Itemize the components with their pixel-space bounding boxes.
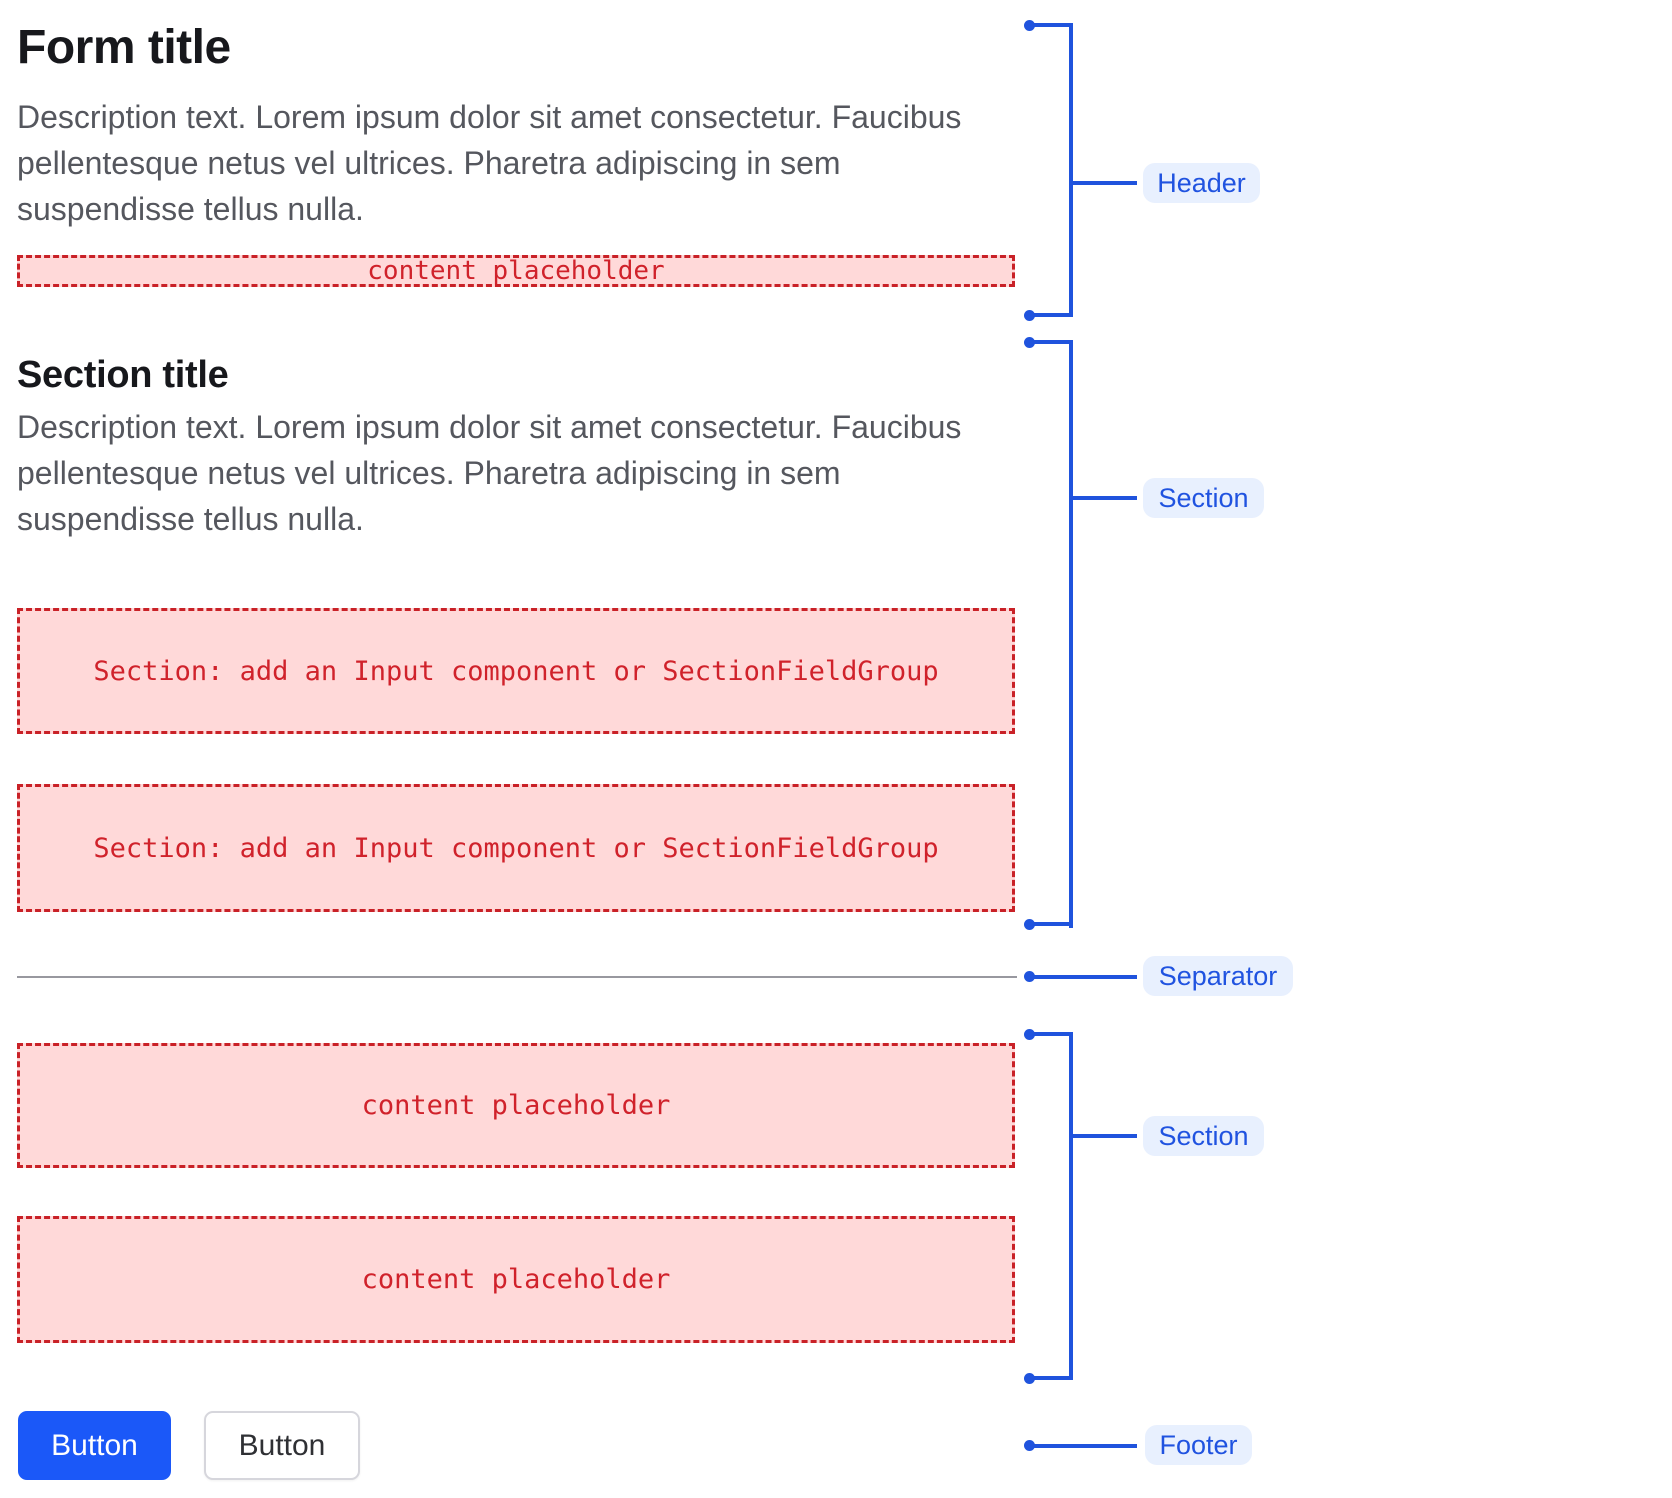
section-bottom-label-pill: Section — [1143, 1116, 1264, 1156]
separator-dot — [1024, 971, 1035, 982]
section-bottom-bracket-top-stub — [1030, 1032, 1073, 1036]
header-content-placeholder-text: content placeholder — [367, 256, 665, 286]
footer-label-text: Footer — [1159, 1429, 1238, 1460]
separator-label-text: Separator — [1158, 960, 1278, 991]
footer-dot — [1024, 1440, 1035, 1451]
separator-label-pill: Separator — [1143, 956, 1293, 996]
section-top-bracket-bottom-stub — [1030, 922, 1073, 926]
secondary-button[interactable]: Button — [204, 1411, 360, 1480]
footer-label-pill: Footer — [1145, 1425, 1252, 1465]
bottom-content-placeholder-1: content placeholder — [17, 1043, 1015, 1168]
section-bottom-connector-line — [1069, 1134, 1137, 1138]
secondary-button-label: Button — [238, 1428, 326, 1462]
section-title: Section title — [17, 354, 229, 396]
section-bottom-bracket-top-dot — [1024, 1029, 1035, 1040]
section-top-connector-line — [1069, 496, 1137, 500]
section-top-bracket-vertical-line — [1069, 340, 1073, 928]
section-top-label-text: Section — [1158, 482, 1249, 513]
header-connector-line — [1069, 181, 1137, 185]
header-bracket-bottom-dot — [1024, 310, 1035, 321]
section-top-label-pill: Section — [1143, 478, 1264, 518]
section-bottom-bracket-vertical-line — [1069, 1032, 1073, 1380]
separator-connector-line — [1032, 975, 1137, 979]
section-input-placeholder-2: Section: add an Input component or Secti… — [17, 784, 1015, 912]
section-bottom-label-text: Section — [1158, 1120, 1249, 1151]
header-bracket-top-stub — [1030, 23, 1073, 27]
section-top-bracket-top-stub — [1030, 340, 1073, 344]
section-bottom-bracket-bottom-dot — [1024, 1373, 1035, 1384]
header-bracket-vertical-line — [1069, 23, 1073, 317]
bottom-content-placeholder-2: content placeholder — [17, 1216, 1015, 1343]
primary-button-label: Button — [51, 1428, 138, 1462]
header-bracket-bottom-stub — [1030, 313, 1073, 317]
header-bracket-top-dot — [1024, 20, 1035, 31]
section-top-bracket-top-dot — [1024, 337, 1035, 348]
section-input-placeholder-1: Section: add an Input component or Secti… — [17, 608, 1015, 734]
section-top-bracket-bottom-dot — [1024, 919, 1035, 930]
section-description: Description text. Lorem ipsum dolor sit … — [17, 409, 962, 537]
section-bottom-bracket-bottom-stub — [1030, 1376, 1073, 1380]
form-description: Description text. Lorem ipsum dolor sit … — [17, 99, 962, 227]
separator-line — [17, 976, 1017, 978]
section-input-placeholder-1-text: Section: add an Input component or Secti… — [93, 655, 939, 687]
bottom-content-placeholder-2-text: content placeholder — [361, 1264, 671, 1295]
bottom-content-placeholder-1-text: content placeholder — [361, 1090, 671, 1121]
primary-button[interactable]: Button — [18, 1411, 171, 1480]
header-label-pill: Header — [1143, 163, 1260, 203]
footer-connector-line — [1032, 1444, 1137, 1448]
section-input-placeholder-2-text: Section: add an Input component or Secti… — [93, 832, 939, 864]
form-title: Form title — [17, 21, 231, 74]
header-label-text: Header — [1157, 167, 1246, 198]
header-content-placeholder: content placeholder — [17, 255, 1015, 287]
